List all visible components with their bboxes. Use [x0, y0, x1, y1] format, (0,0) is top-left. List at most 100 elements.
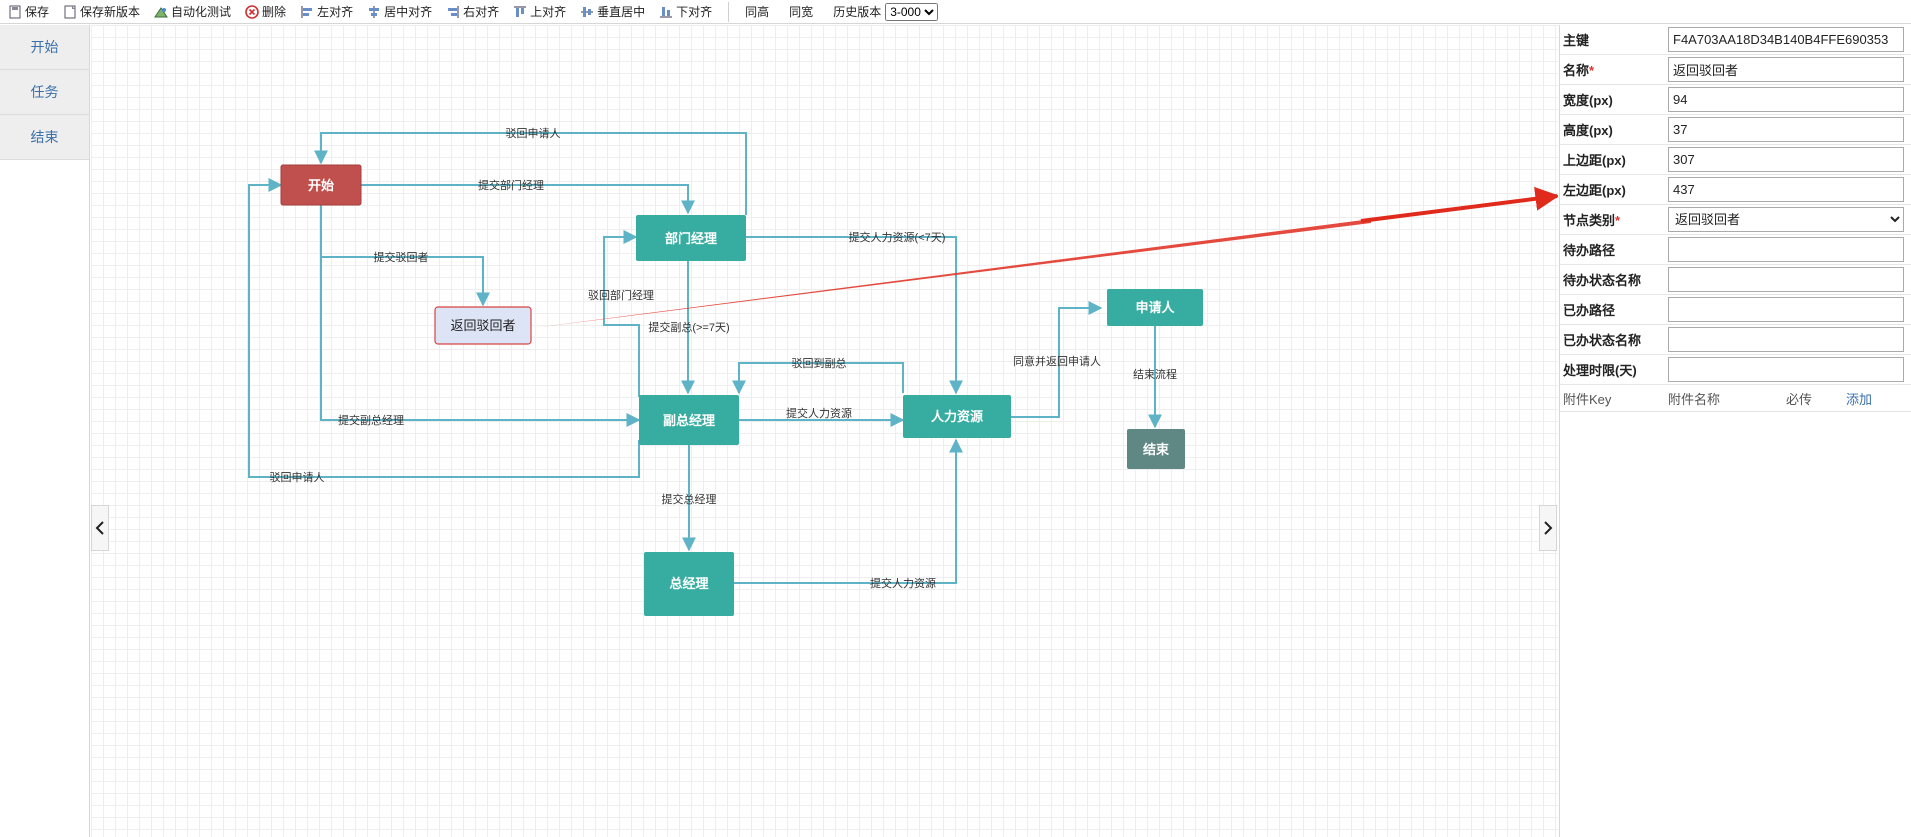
edge-submit-vice-gm[interactable] — [320, 205, 641, 427]
align-bottom-label: 下对齐 — [676, 5, 713, 19]
palette-item-end[interactable]: 结束 — [0, 115, 89, 160]
auto-test-label: 自动化测试 — [171, 5, 232, 19]
edge-label-reject-applicant-top: 驳回申请人 — [506, 127, 561, 140]
align-right-icon — [448, 5, 459, 18]
prop-done-path-input[interactable] — [1668, 297, 1904, 322]
align-left-label: 左对齐 — [317, 5, 354, 19]
annotation-arrow — [533, 186, 1558, 328]
collapse-right-toggle[interactable] — [1539, 505, 1557, 551]
node-vice-gm[interactable]: 副总经理 — [639, 395, 739, 445]
prop-width-input[interactable] — [1668, 87, 1904, 112]
prop-done-path-label: 已办路径 — [1563, 303, 1616, 318]
palette-item-task[interactable]: 任务 — [0, 70, 89, 115]
prop-type-label-wrap: 节点类别* — [1560, 210, 1668, 229]
edge-submit-hr-lt7[interactable] — [746, 236, 963, 395]
node-return-rejecter-label: 返回驳回者 — [450, 318, 515, 333]
flow-diagram: 驳回申请人 提交部门经理 提交人力资源(<7天) 提交驳回者 驳回部门经理 提交… — [248, 127, 1558, 616]
edge-label-submit-rejecter: 提交驳回者 — [374, 250, 429, 264]
align-top-button[interactable]: 上对齐 — [509, 1, 576, 23]
prop-name-label-wrap: 名称* — [1560, 60, 1668, 79]
edge-reject-applicant-top[interactable] — [314, 132, 747, 215]
edge-label-submit-dept: 提交部门经理 — [478, 178, 544, 192]
auto-test-icon — [154, 6, 168, 17]
align-right-button[interactable]: 右对齐 — [442, 1, 509, 23]
edge-label-submit-vice-ge7: 提交副总(>=7天) — [648, 320, 729, 334]
attachment-add-link[interactable]: 添加 — [1846, 391, 1873, 407]
attachment-required-header: 必传 — [1786, 391, 1813, 407]
node-hr-label: 人力资源 — [931, 409, 983, 424]
same-width-button[interactable]: 同宽 — [789, 5, 814, 19]
align-bottom-icon — [660, 6, 673, 17]
align-center-button[interactable]: 居中对齐 — [363, 1, 442, 23]
align-left-button[interactable]: 左对齐 — [296, 1, 363, 23]
prop-row-name: 名称* — [1560, 55, 1911, 85]
prop-row-top: 上边距(px) — [1560, 145, 1911, 175]
delete-icon — [245, 4, 259, 19]
align-middle-label: 垂直居中 — [597, 5, 646, 19]
node-applicant[interactable]: 申请人 — [1107, 289, 1203, 326]
save-new-version-label: 保存新版本 — [80, 5, 141, 19]
prop-height-label: 高度(px) — [1563, 123, 1613, 138]
save-new-version-button[interactable]: 保存新版本 — [59, 1, 150, 23]
node-hr[interactable]: 人力资源 — [903, 395, 1011, 438]
flow-canvas[interactable]: 驳回申请人 提交部门经理 提交人力资源(<7天) 提交驳回者 驳回部门经理 提交… — [91, 25, 1558, 837]
prop-key-label: 主键 — [1563, 33, 1590, 48]
node-vice-gm-label: 副总经理 — [663, 413, 715, 428]
edge-label-submit-vice-gm: 提交副总经理 — [338, 413, 404, 427]
attachment-key-header: 附件Key — [1563, 391, 1612, 407]
palette-item-start[interactable]: 开始 — [0, 25, 89, 70]
align-top-label: 上对齐 — [530, 5, 567, 19]
edge-reject-dept[interactable] — [603, 230, 640, 397]
prop-type-select[interactable]: 返回驳回者 — [1668, 207, 1904, 232]
prop-row-width: 宽度(px) — [1560, 85, 1911, 115]
collapse-left-toggle[interactable] — [91, 505, 109, 551]
prop-name-input[interactable] — [1668, 57, 1904, 82]
prop-todo-path-label: 待办路径 — [1563, 243, 1616, 258]
prop-height-input[interactable] — [1668, 117, 1904, 142]
prop-time-limit-input[interactable] — [1668, 357, 1904, 382]
same-height-button[interactable]: 同高 — [745, 5, 770, 19]
node-end[interactable]: 结束 — [1127, 429, 1185, 469]
edge-submit-hr-from-gm[interactable] — [731, 438, 963, 584]
chevron-right-icon — [1544, 521, 1553, 535]
edge-agree-return[interactable] — [1011, 301, 1103, 418]
prop-done-status-label: 已办状态名称 — [1563, 333, 1642, 348]
delete-label: 删除 — [262, 5, 287, 19]
prop-top-input[interactable] — [1668, 147, 1904, 172]
align-center-icon — [369, 5, 380, 18]
prop-todo-status-label: 待办状态名称 — [1563, 273, 1642, 288]
edge-reject-applicant-bottom[interactable] — [248, 178, 640, 478]
node-dept-manager[interactable]: 部门经理 — [636, 215, 746, 261]
node-return-rejecter[interactable]: 返回驳回者 — [434, 306, 532, 345]
prop-row-time-limit: 处理时限(天) — [1560, 355, 1911, 385]
align-middle-icon — [581, 6, 594, 17]
history-version-select[interactable]: 3-000 — [885, 2, 939, 21]
attachment-name-header: 附件名称 — [1668, 391, 1721, 407]
prop-key-input[interactable] — [1668, 27, 1904, 52]
node-palette-sidebar: 开始 任务 结束 — [0, 25, 90, 837]
prop-row-done-path: 已办路径 — [1560, 295, 1911, 325]
align-left-icon — [301, 5, 313, 18]
prop-name-label: 名称 — [1563, 63, 1590, 78]
node-gm[interactable]: 总经理 — [644, 552, 734, 616]
prop-row-todo-path: 待办路径 — [1560, 235, 1911, 265]
prop-done-status-input[interactable] — [1668, 327, 1904, 352]
toolbar-divider — [728, 1, 730, 22]
prop-row-done-status: 已办状态名称 — [1560, 325, 1911, 355]
prop-left-input[interactable] — [1668, 177, 1904, 202]
edge-label-agree-return: 同意并返回申请人 — [1013, 354, 1101, 368]
align-center-label: 居中对齐 — [384, 5, 433, 19]
auto-test-button[interactable]: 自动化测试 — [150, 1, 241, 23]
save-button[interactable]: 保存 — [4, 1, 59, 23]
align-bottom-button[interactable]: 下对齐 — [655, 1, 722, 23]
edge-submit-dept[interactable] — [361, 184, 695, 215]
delete-button[interactable]: 删除 — [241, 1, 296, 23]
node-start[interactable]: 开始 — [280, 164, 362, 206]
prop-todo-status-input[interactable] — [1668, 267, 1904, 292]
prop-todo-path-input[interactable] — [1668, 237, 1904, 262]
edge-reject-vice[interactable] — [732, 362, 904, 395]
align-middle-button[interactable]: 垂直居中 — [576, 1, 655, 23]
edge-label-submit-hr-from-gm: 提交人力资源 — [870, 576, 936, 590]
prop-row-height: 高度(px) — [1560, 115, 1911, 145]
save-new-icon — [64, 5, 76, 18]
